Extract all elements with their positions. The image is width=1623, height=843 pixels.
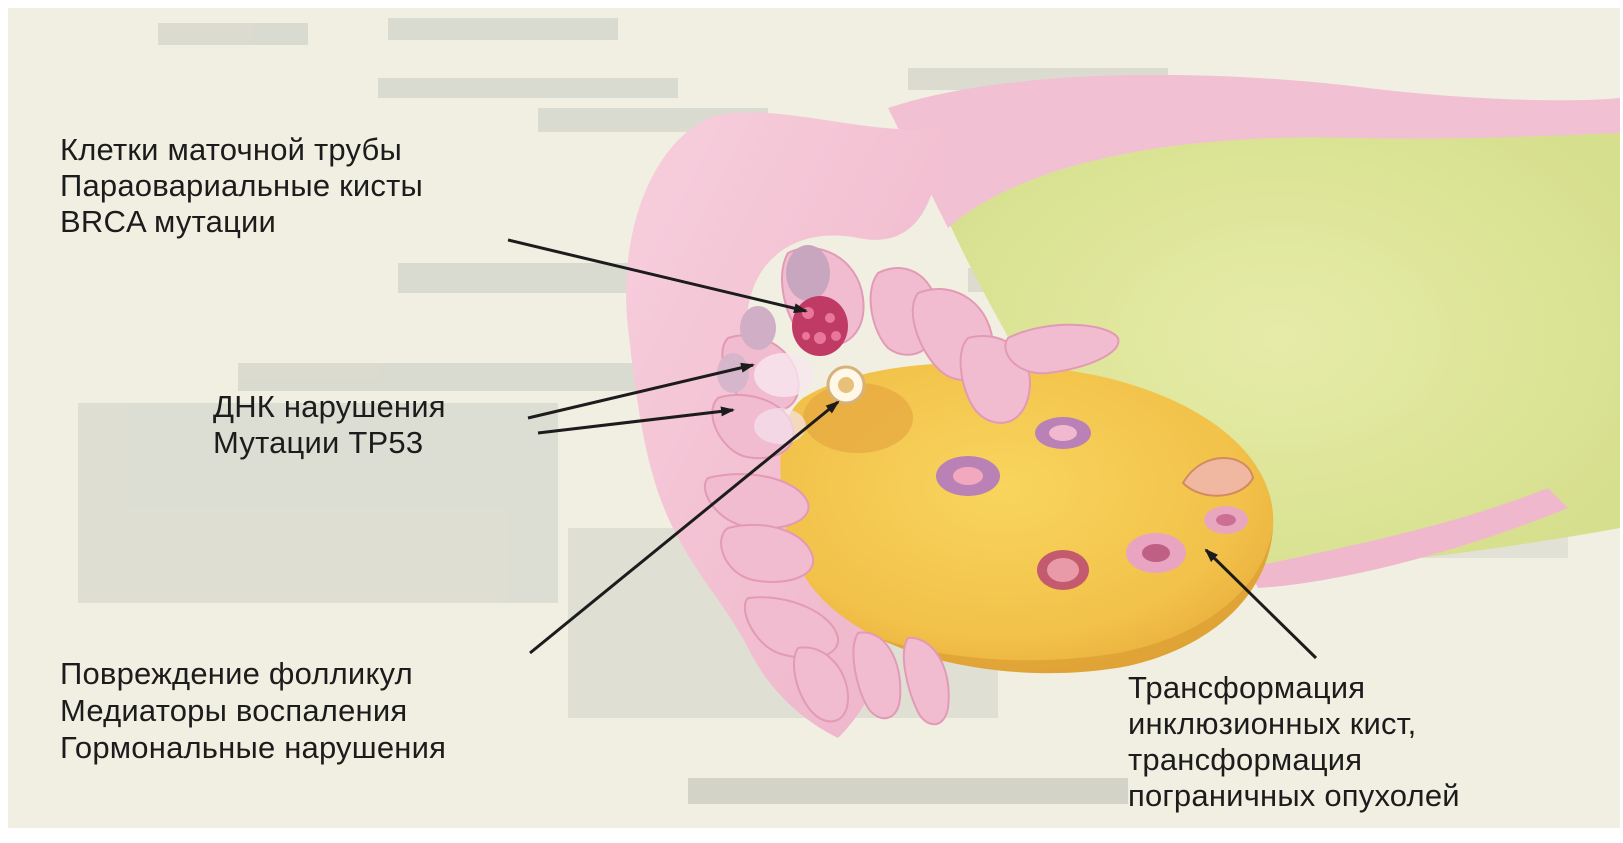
label-line: Трансформация (1128, 670, 1460, 706)
label-line: Клетки маточной трубы (60, 132, 423, 168)
tubal-cell-cluster (792, 296, 848, 356)
label-line: инклюзионных кист, (1128, 706, 1460, 742)
label-line: BRCA мутации (60, 204, 423, 240)
label-line: Повреждение фолликул (60, 655, 446, 692)
label-line: Гормональные нарушения (60, 729, 446, 766)
label-line: трансформация (1128, 742, 1460, 778)
label-cyst-transformation: Трансформация инклюзионных кист, трансфо… (1128, 670, 1460, 814)
label-dna-damage: ДНК нарушения Мутации TP53 (213, 389, 446, 461)
label-line: ДНК нарушения (213, 389, 446, 425)
label-line: Медиаторы воспаления (60, 692, 446, 729)
label-tubal-cells: Клетки маточной трубы Параовариальные ки… (60, 132, 423, 240)
label-follicle-damage: Повреждение фолликул Медиаторы воспалени… (60, 655, 446, 766)
label-line: Параовариальные кисты (60, 168, 423, 204)
figure-page: Клетки маточной трубы Параовариальные ки… (8, 8, 1620, 828)
label-line: Мутации TP53 (213, 425, 446, 461)
label-line: пограничных опухолей (1128, 778, 1460, 814)
